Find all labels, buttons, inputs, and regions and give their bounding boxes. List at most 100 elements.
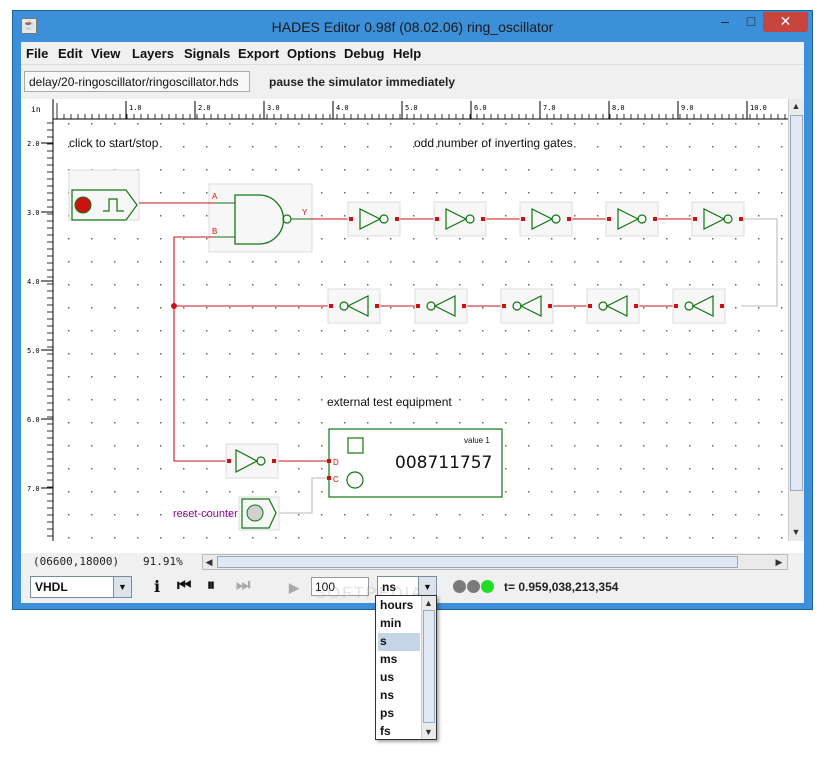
rewind-icon[interactable]: ⏮ xyxy=(177,577,192,594)
inverter-chain xyxy=(327,201,745,324)
status-hint: pause the simulator immediately xyxy=(269,75,456,89)
toolbar: delay/20-ringoscillator/ringoscillator.h… xyxy=(21,64,804,97)
ruler-x-label: 7.0 xyxy=(543,104,556,112)
java-icon: ☕ xyxy=(21,18,37,34)
horizontal-scrollbar[interactable]: ◀ ▶ xyxy=(202,554,788,570)
inverter-gate[interactable] xyxy=(414,288,468,324)
inverter-gate[interactable] xyxy=(586,288,640,324)
status-led-3 xyxy=(481,580,494,593)
menu-layers[interactable]: Layers xyxy=(132,46,174,61)
pin-d: D xyxy=(333,458,339,467)
ruler-x-label: 9.0 xyxy=(681,104,694,112)
ruler-x-label: 10.0 xyxy=(750,104,767,112)
inverter-gate[interactable] xyxy=(500,288,554,324)
menu-help[interactable]: Help xyxy=(393,46,422,61)
menu-options[interactable]: Options xyxy=(287,46,337,61)
scroll-down-icon[interactable]: ▼ xyxy=(424,727,433,737)
pause-icon[interactable]: ⏸ xyxy=(207,577,216,594)
menu-debug[interactable]: Debug xyxy=(344,46,385,61)
unit-option-us[interactable]: us xyxy=(380,670,395,684)
inverter-gate[interactable] xyxy=(519,201,573,237)
step-value-field[interactable]: 100 xyxy=(311,577,369,596)
simulation-time: t= 0.959,038,213,354 xyxy=(504,580,619,594)
time-unit-select[interactable]: ns ▼ xyxy=(377,576,437,598)
inverter-gate[interactable] xyxy=(605,201,659,237)
unit-option-ps[interactable]: ps xyxy=(380,706,395,720)
unit-option-ms[interactable]: ms xyxy=(380,652,398,666)
status-led-1 xyxy=(453,580,466,593)
ruler-x-label: 4.0 xyxy=(336,104,349,112)
scroll-left-icon[interactable]: ◀ xyxy=(205,557,213,567)
label-test-equipment: external test equipment xyxy=(327,395,452,409)
ruler-x-label: 2.0 xyxy=(198,104,211,112)
dropdown-scrollbar[interactable]: ▲ ▼ xyxy=(421,596,436,739)
status-row: (06600,18000) 91.91% ◀ ▶ xyxy=(21,553,804,571)
design-path-field[interactable]: delay/20-ringoscillator/ringoscillator.h… xyxy=(24,71,250,92)
title-bar[interactable]: ☕ HADES Editor 0.98f (08.02.06) ring_osc… xyxy=(13,11,812,42)
unit-option-min[interactable]: min xyxy=(380,616,402,630)
scroll-up-icon[interactable]: ▲ xyxy=(791,101,801,111)
inverter-gate[interactable] xyxy=(672,288,726,324)
app-window: ☕ HADES Editor 0.98f (08.02.06) ring_osc… xyxy=(12,10,813,610)
fast-forward-icon[interactable]: ⏭ xyxy=(236,577,251,594)
ruler-y-label: 2.0 xyxy=(27,140,40,148)
nand-gate[interactable]: A B Y xyxy=(208,183,313,253)
test-inverter[interactable] xyxy=(225,443,279,479)
time-unit-dropdown: hours min s ms us ns ps fs ▲ ▼ xyxy=(375,595,437,740)
pin-b: B xyxy=(212,227,217,236)
menu-edit[interactable]: Edit xyxy=(58,46,83,61)
ruler-x-label: 5.0 xyxy=(405,104,418,112)
clock-switch[interactable] xyxy=(68,169,140,221)
unit-option-fs[interactable]: fs xyxy=(380,724,391,738)
chevron-down-icon[interactable]: ▼ xyxy=(418,577,436,597)
vertical-scroll-thumb[interactable] xyxy=(790,115,803,491)
label-inverting-gates: odd number of inverting gates xyxy=(414,136,573,150)
ruler-x-label: 6.0 xyxy=(474,104,487,112)
minimize-button[interactable]: – xyxy=(721,13,729,29)
chevron-down-icon[interactable]: ▼ xyxy=(113,577,131,597)
vertical-scrollbar[interactable]: ▲ ▼ xyxy=(788,99,804,541)
unit-option-ns[interactable]: ns xyxy=(380,688,395,702)
ruler-y-label: 5.0 xyxy=(27,347,40,355)
inverter-gate[interactable] xyxy=(691,201,745,237)
ruler-y-label: 4.0 xyxy=(27,278,40,286)
reset-counter-switch[interactable] xyxy=(238,496,280,531)
horizontal-scroll-thumb[interactable] xyxy=(217,556,738,568)
close-button[interactable]: ✕ xyxy=(763,12,808,32)
menu-view[interactable]: View xyxy=(91,46,121,61)
pin-c: C xyxy=(333,475,339,484)
wires xyxy=(139,202,778,514)
time-unit-value: ns xyxy=(382,580,397,594)
counter-title: value 1 xyxy=(464,436,490,445)
ruler-x-label: 3.0 xyxy=(267,104,280,112)
language-select[interactable]: VHDL ▼ xyxy=(30,576,132,598)
ruler-x-label: 1.0 xyxy=(129,104,142,112)
label-start-stop: click to start/stop xyxy=(69,136,159,150)
menu-export[interactable]: Export xyxy=(238,46,280,61)
window-title: HADES Editor 0.98f (08.02.06) ring_oscil… xyxy=(271,19,554,35)
reset-counter-label: reset-counter xyxy=(173,508,238,520)
scroll-up-icon[interactable]: ▲ xyxy=(424,598,433,608)
unit-option-hours[interactable]: hours xyxy=(380,598,414,612)
dropdown-scroll-thumb[interactable] xyxy=(423,610,435,723)
play-icon[interactable]: ▶ xyxy=(289,580,299,595)
unit-option-s[interactable]: s xyxy=(378,633,420,651)
maximize-button[interactable]: □ xyxy=(746,13,756,29)
language-value: VHDL xyxy=(35,580,68,594)
scroll-down-icon[interactable]: ▼ xyxy=(791,527,801,537)
menu-bar: File Edit View Layers Signals Export Opt… xyxy=(21,42,804,64)
inverter-gate[interactable] xyxy=(433,201,487,237)
counter-display[interactable]: value 1 008711757 D C xyxy=(327,428,503,498)
inverter-gate[interactable] xyxy=(327,288,381,324)
client-area: File Edit View Layers Signals Export Opt… xyxy=(21,42,804,603)
status-led-2 xyxy=(467,580,480,593)
menu-file[interactable]: File xyxy=(26,46,49,61)
cursor-coordinates: (06600,18000) xyxy=(33,555,120,568)
scroll-right-icon[interactable]: ▶ xyxy=(775,557,783,567)
inverter-gate[interactable] xyxy=(347,201,401,237)
menu-signals[interactable]: Signals xyxy=(184,46,231,61)
info-icon[interactable]: i xyxy=(154,577,161,596)
